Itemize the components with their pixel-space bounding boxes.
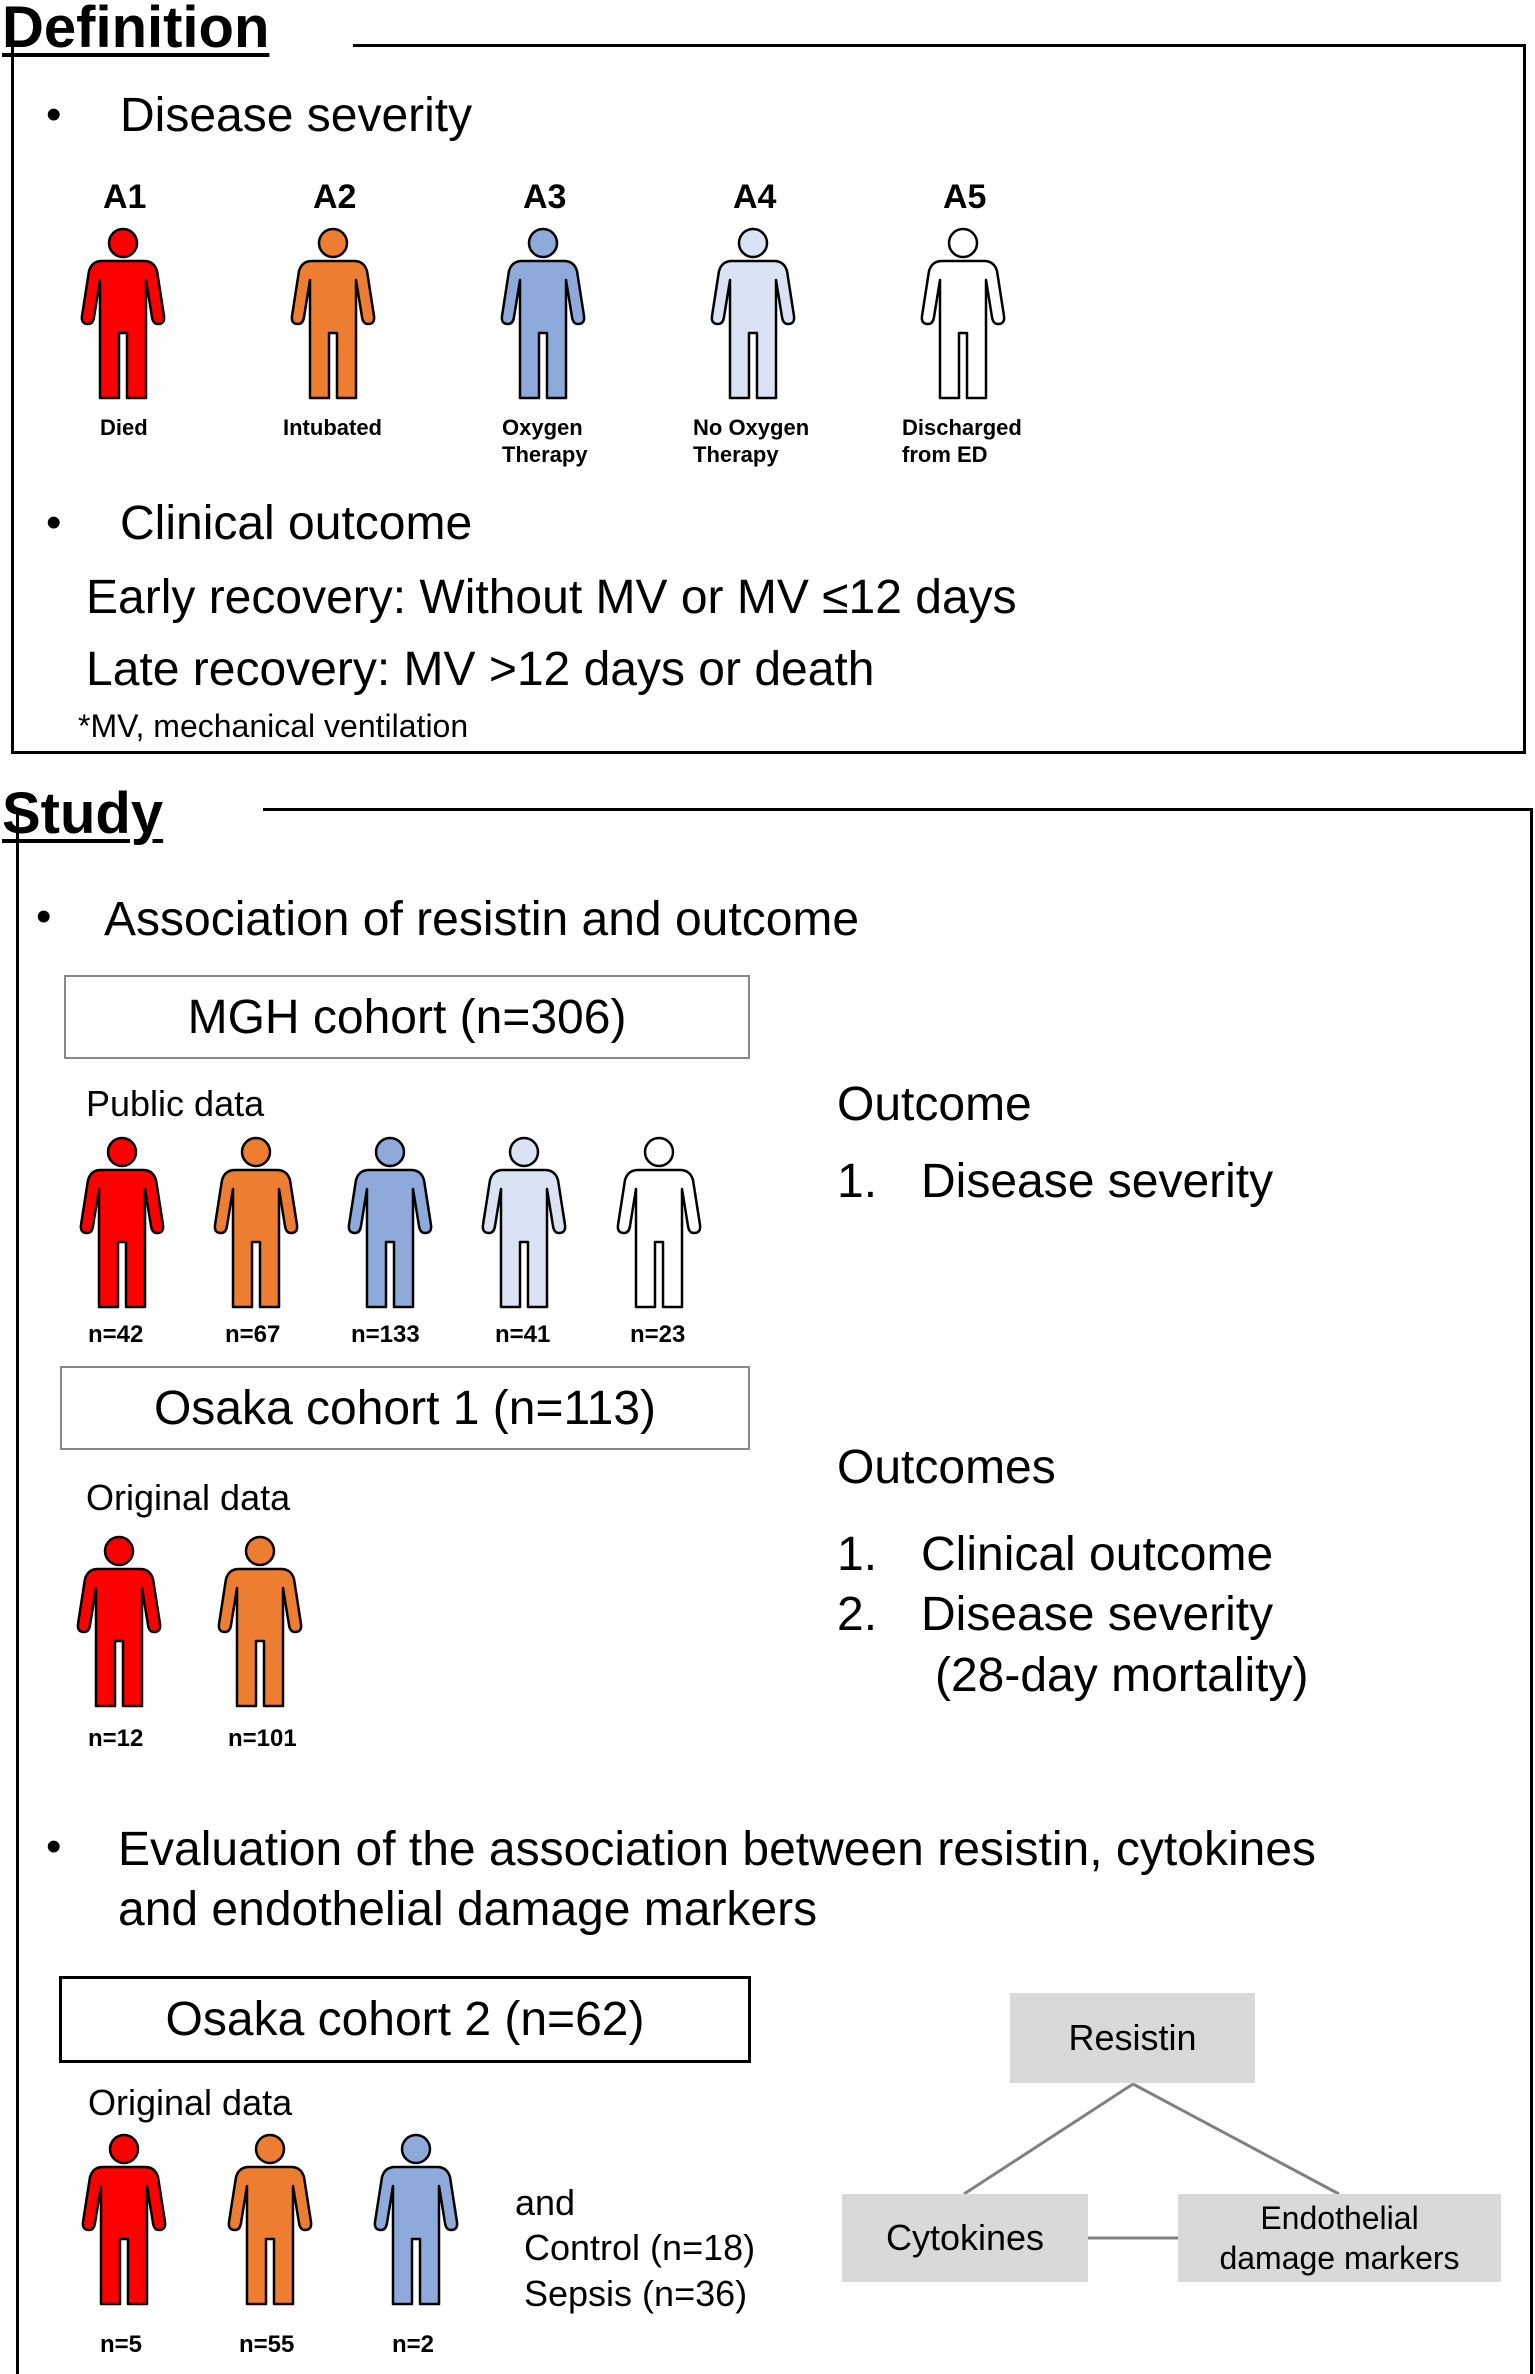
definition-frame bbox=[11, 44, 1526, 754]
mgh-outcome-title: Outcome bbox=[837, 1078, 1032, 1131]
late-recovery-text: Late recovery: MV >12 days or death bbox=[86, 643, 875, 696]
mgh-person-icon-a1 bbox=[79, 1136, 165, 1309]
evaluation-bullet-line1: Evaluation of the association between re… bbox=[118, 1823, 1317, 1876]
mgh-cohort-box: MGH cohort (n=306) bbox=[64, 975, 750, 1059]
mgh-person-icon-a2 bbox=[213, 1136, 299, 1309]
mgh-count-a2: n=67 bbox=[225, 1321, 281, 1348]
resistin-node: Resistin bbox=[1010, 1993, 1255, 2083]
cytokines-node: Cytokines bbox=[842, 2194, 1088, 2282]
outcome-bullet-dot: • bbox=[46, 498, 62, 547]
osaka2-source: Original data bbox=[88, 2082, 293, 2123]
definition-heading-rule bbox=[353, 44, 1526, 47]
osaka2-control: Control (n=18) bbox=[524, 2227, 756, 2268]
severity-bullet-dot: • bbox=[46, 90, 62, 139]
level-caption-a5: Discharged from ED bbox=[902, 415, 1022, 467]
mgh-person-icon-a4 bbox=[481, 1136, 567, 1309]
osaka1-count-a1: n=12 bbox=[88, 1725, 144, 1752]
osaka2-person-icon-a3 bbox=[373, 2133, 459, 2306]
endothelial-markers-node: Endothelial damage markers bbox=[1178, 2194, 1501, 2282]
level-caption-a3: Oxygen Therapy bbox=[502, 415, 588, 467]
osaka1-outcome-text-1: Clinical outcome bbox=[921, 1528, 1274, 1581]
osaka2-count-a2: n=55 bbox=[239, 2331, 295, 2358]
mgh-outcome-num-1: 1. bbox=[837, 1155, 878, 1208]
osaka1-source: Original data bbox=[86, 1477, 291, 1518]
association-bullet: Association of resistin and outcome bbox=[104, 893, 860, 946]
outcome-bullet: Clinical outcome bbox=[120, 497, 473, 550]
osaka2-and: and bbox=[515, 2182, 576, 2223]
mgh-source: Public data bbox=[86, 1083, 265, 1124]
study-frame bbox=[16, 808, 1533, 2374]
mv-footnote: *MV, mechanical ventilation bbox=[78, 708, 469, 744]
severity-bullet: Disease severity bbox=[120, 89, 473, 142]
osaka1-person-icon-a2 bbox=[217, 1535, 303, 1708]
osaka1-outcome-num-2: 2. bbox=[837, 1588, 878, 1641]
person-icon-a2 bbox=[290, 227, 376, 400]
study-heading-rule bbox=[263, 808, 1533, 811]
level-code-a4: A4 bbox=[733, 178, 777, 216]
osaka1-cohort-box: Osaka cohort 1 (n=113) bbox=[60, 1366, 750, 1450]
level-code-a2: A2 bbox=[313, 178, 357, 216]
level-code-a1: A1 bbox=[103, 178, 147, 216]
osaka1-outcome-text-2: Disease severity bbox=[921, 1588, 1274, 1641]
mgh-count-a1: n=42 bbox=[88, 1321, 144, 1348]
mgh-person-icon-a3 bbox=[347, 1136, 433, 1309]
osaka2-count-a1: n=5 bbox=[100, 2331, 143, 2358]
person-icon-a5 bbox=[920, 227, 1006, 400]
osaka2-sepsis: Sepsis (n=36) bbox=[524, 2273, 748, 2314]
level-code-a3: A3 bbox=[523, 178, 567, 216]
mgh-person-icon-a5 bbox=[616, 1136, 702, 1309]
osaka2-count-a3: n=2 bbox=[392, 2331, 435, 2358]
level-caption-a4: No Oxygen Therapy bbox=[693, 415, 810, 467]
mgh-count-a3: n=133 bbox=[351, 1321, 420, 1348]
study-heading: Study bbox=[2, 781, 164, 846]
mgh-count-a4: n=41 bbox=[495, 1321, 551, 1348]
osaka1-outcome-sub: (28-day mortality) bbox=[935, 1649, 1309, 1702]
evaluation-bullet-line2: and endothelial damage markers bbox=[118, 1883, 818, 1936]
definition-heading: Definition bbox=[2, 0, 270, 60]
level-code-a5: A5 bbox=[943, 178, 987, 216]
osaka2-person-icon-a2 bbox=[227, 2133, 313, 2306]
person-icon-a1 bbox=[80, 227, 166, 400]
level-caption-a1: Died bbox=[100, 415, 148, 440]
early-recovery-text: Early recovery: Without MV or MV ≤12 day… bbox=[86, 571, 1017, 624]
osaka2-person-icon-a1 bbox=[81, 2133, 167, 2306]
osaka1-outcome-title: Outcomes bbox=[837, 1441, 1056, 1494]
osaka1-outcome-num-1: 1. bbox=[837, 1528, 878, 1581]
mgh-count-a5: n=23 bbox=[630, 1321, 686, 1348]
person-icon-a3 bbox=[500, 227, 586, 400]
bullet2-dot: • bbox=[46, 1822, 62, 1871]
osaka1-count-a2: n=101 bbox=[228, 1725, 297, 1752]
osaka1-person-icon-a1 bbox=[76, 1535, 162, 1708]
mgh-outcome-text-1: Disease severity bbox=[921, 1155, 1274, 1208]
osaka2-cohort-box: Osaka cohort 2 (n=62) bbox=[59, 1976, 751, 2063]
person-icon-a4 bbox=[710, 227, 796, 400]
bullet1-dot: • bbox=[36, 892, 52, 941]
level-caption-a2: Intubated bbox=[283, 415, 382, 440]
